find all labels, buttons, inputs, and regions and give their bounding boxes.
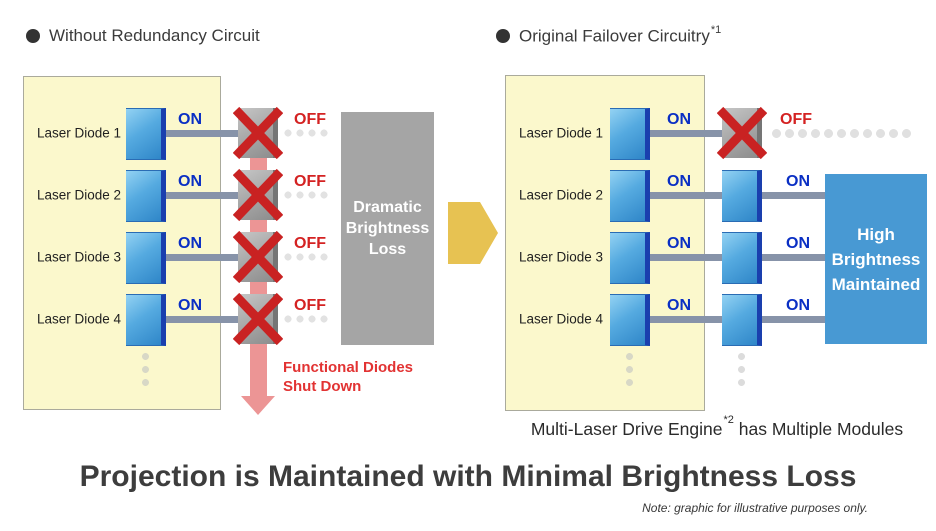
on-state-label: ON <box>178 297 202 314</box>
on-state-label: ON <box>786 235 810 252</box>
right-diode-row-4: Laser Diode 4 ON ON <box>0 294 936 346</box>
laser-module-block <box>126 232 166 284</box>
diode-label: Laser Diode 1 <box>37 125 122 141</box>
shutdown-label-line2: Shut Down <box>283 378 362 395</box>
caption-text: Multi-Laser Drive Engine <box>530 419 723 439</box>
laser-module-block <box>610 108 650 160</box>
bullet-icon <box>26 29 40 43</box>
caption-text: has Multiple Modules <box>733 419 904 439</box>
high-brightness-box: High Brightness Maintained <box>825 174 927 344</box>
left-diode-row-2: Laser Diode 2 ON OFF <box>0 168 936 222</box>
failed-circuit-block <box>233 106 283 160</box>
off-state-label: OFF <box>294 235 326 252</box>
brightness-loss-box: Dramatic Brightness Loss <box>341 112 434 345</box>
failed-circuit-block <box>233 230 283 284</box>
right-diode-row-3: Laser Diode 3 ON ON <box>0 232 936 284</box>
more-backups-ellipsis <box>738 353 745 392</box>
continuation-dots <box>284 129 332 137</box>
connector-line <box>166 316 240 323</box>
engine-caption: Multi-Laser Drive Engine*2 has Multiple … <box>498 414 936 440</box>
left-diode-row-4: Laser Diode 4 ON OFF <box>0 292 936 346</box>
backup-module-block <box>722 232 762 284</box>
connector-line <box>650 316 724 323</box>
gain-box-line: Maintained <box>831 274 921 294</box>
connector-line <box>166 254 240 261</box>
failed-backup-block <box>717 106 767 160</box>
on-state-label: ON <box>786 173 810 190</box>
red-cross-icon <box>233 168 283 222</box>
laser-module-block <box>126 294 166 346</box>
loss-box-line: Loss <box>368 241 407 258</box>
red-cross-icon <box>717 106 767 160</box>
connector-line <box>650 192 724 199</box>
on-state-label: ON <box>786 297 810 314</box>
loss-box-line: Dramatic <box>353 199 422 216</box>
footnote-marker: *2 <box>723 414 734 427</box>
on-state-label: ON <box>178 111 202 128</box>
on-state-label: ON <box>667 111 691 128</box>
off-state-label: OFF <box>294 297 326 314</box>
diode-label: Laser Diode 4 <box>37 311 122 327</box>
shutdown-label-line1: Functional Diodes <box>283 359 414 376</box>
connector-line <box>762 254 826 261</box>
right-diode-row-2: Laser Diode 2 ON ON <box>0 170 936 222</box>
laser-module-block <box>126 108 166 160</box>
on-state-label: ON <box>667 235 691 252</box>
red-cross-icon <box>233 230 283 284</box>
on-state-label: ON <box>178 235 202 252</box>
red-cross-icon <box>233 292 283 346</box>
loss-box-line: Brightness <box>345 220 430 237</box>
failed-circuit-block <box>233 168 283 222</box>
diode-label: Laser Diode 4 <box>519 311 604 327</box>
diode-label: Laser Diode 2 <box>37 187 122 203</box>
right-section-title-text: Original Failover Circuitry <box>519 26 710 46</box>
connector-line <box>650 130 724 137</box>
failed-circuit-block <box>233 292 283 346</box>
more-diodes-ellipsis <box>142 353 149 392</box>
gain-box-line: High <box>857 224 895 244</box>
backup-module-block <box>722 294 762 346</box>
right-section-heading: Original Failover Circuitry*1 <box>496 24 722 47</box>
on-state-label: ON <box>667 173 691 190</box>
diode-label: Laser Diode 1 <box>519 125 604 141</box>
connector-line <box>762 316 826 323</box>
diode-label: Laser Diode 3 <box>519 249 604 265</box>
off-state-label: OFF <box>780 111 812 128</box>
diode-label: Laser Diode 2 <box>519 187 604 203</box>
off-state-label: OFF <box>294 173 326 190</box>
disclaimer-note: Note: graphic for illustrative purposes … <box>642 501 868 515</box>
laser-module-block <box>610 170 650 222</box>
left-section-title: Without Redundancy Circuit <box>49 26 260 45</box>
connector-line <box>166 130 240 137</box>
diode-label: Laser Diode 3 <box>37 249 122 265</box>
bullet-icon <box>496 29 510 44</box>
continuation-dots <box>772 129 915 138</box>
continuation-dots <box>284 253 332 261</box>
off-state-label: OFF <box>294 111 326 128</box>
right-diode-row-1: Laser Diode 1 ON OFF <box>0 106 936 160</box>
continuation-dots <box>284 315 332 323</box>
shutdown-label: Functional Diodes Shut Down <box>283 358 413 396</box>
shutdown-arrow-head <box>241 396 275 415</box>
laser-module-block <box>610 294 650 346</box>
red-cross-icon <box>233 106 283 160</box>
laser-module-block <box>610 232 650 284</box>
connector-line <box>166 192 240 199</box>
footnote-marker: *1 <box>710 24 722 36</box>
on-state-label: ON <box>178 173 202 190</box>
left-section-heading: Without Redundancy Circuit <box>26 26 260 46</box>
connector-line <box>650 254 724 261</box>
left-diode-row-3: Laser Diode 3 ON OFF <box>0 230 936 284</box>
continuation-dots <box>284 191 332 199</box>
laser-module-block <box>126 170 166 222</box>
connector-line <box>762 192 826 199</box>
left-diode-row-1: Laser Diode 1 ON OFF <box>0 106 936 160</box>
right-section-title: Original Failover Circuitry*1 <box>519 24 722 47</box>
more-diodes-ellipsis <box>626 353 633 392</box>
gain-box-line: Brightness <box>831 249 921 269</box>
backup-module-block <box>722 170 762 222</box>
on-state-label: ON <box>667 297 691 314</box>
main-headline: Projection is Maintained with Minimal Br… <box>79 460 857 493</box>
